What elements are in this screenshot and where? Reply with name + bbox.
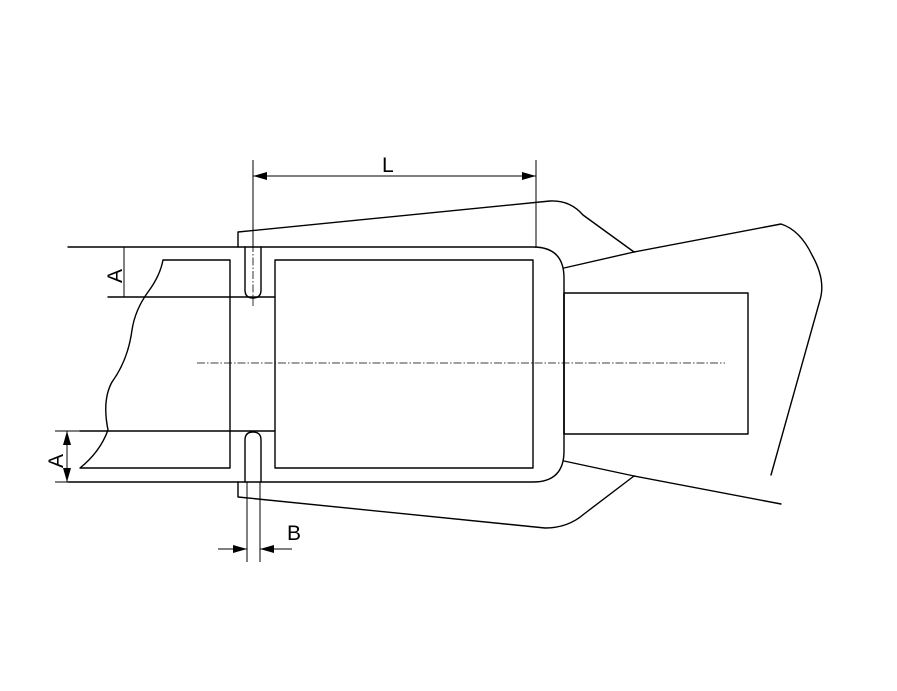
upper-jaw-inner-taper (563, 251, 635, 269)
dimension-a-bottom-arrow-bottom (63, 468, 71, 482)
lower-jaw-inner-taper (563, 460, 635, 477)
dimension-b: B (218, 482, 301, 562)
lower-jaw-contour (237, 475, 782, 529)
dimension-a-bottom-arrow-top (63, 431, 71, 445)
label-a-top: A (104, 269, 127, 283)
label-l: L (382, 154, 394, 177)
lower-contact-pin (244, 431, 262, 483)
label-a-bottom: A (45, 454, 68, 468)
workpiece (67, 246, 749, 483)
inner-cavity (274, 259, 534, 469)
gauge-body (237, 200, 823, 529)
broken-section-left (79, 259, 231, 469)
upper-jaw-contour (237, 200, 823, 476)
contact-pins (244, 244, 262, 483)
dimension-l: L (252, 154, 537, 248)
dimension-b-arrow-left (233, 545, 247, 553)
dimension-a-top: A (104, 246, 240, 298)
dimension-b-arrow-right (260, 545, 274, 553)
label-b: B (287, 522, 301, 545)
outer-part-outline (67, 246, 565, 483)
rear-shaft (563, 292, 749, 435)
dimension-a-bottom: A (45, 430, 108, 483)
dimension-l-arrow-left (253, 172, 267, 180)
dimension-l-arrow-right (522, 172, 536, 180)
